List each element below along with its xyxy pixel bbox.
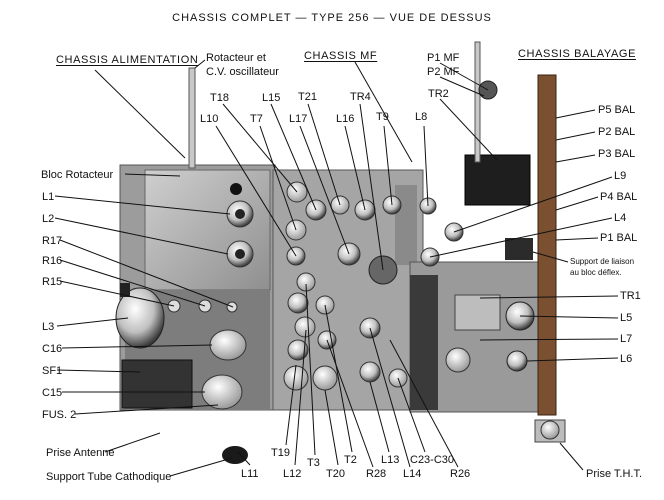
section-balayage: CHASSIS BALAYAGE bbox=[518, 48, 637, 60]
label-P3BAL: P3 BAL bbox=[598, 148, 636, 160]
label-FUS2: FUS. 2 bbox=[42, 409, 77, 421]
label-C15: C15 bbox=[42, 387, 63, 399]
label-support-liaison-2: au bloc déflex. bbox=[570, 268, 622, 277]
label-C16: C16 bbox=[42, 343, 63, 355]
label-T18: T18 bbox=[210, 92, 229, 104]
label-R17: R17 bbox=[42, 235, 63, 247]
label-rotacteur-2: C.V. oscillateur bbox=[206, 66, 279, 78]
label-rotacteur-1: Rotacteur et bbox=[206, 52, 266, 64]
mf-chassis bbox=[272, 169, 424, 411]
label-P2MF: P2 MF bbox=[427, 66, 460, 78]
label-L6: L6 bbox=[620, 353, 633, 365]
leader-lines bbox=[54, 59, 619, 477]
label-T20: T20 bbox=[326, 468, 345, 480]
label-L12: L12 bbox=[283, 468, 302, 480]
figure-title: CHASSIS COMPLET — TYPE 256 — VUE DE DESS… bbox=[172, 12, 492, 24]
label-TR1: TR1 bbox=[620, 290, 641, 302]
label-C23C30: C23-C30 bbox=[410, 454, 455, 466]
label-L17: L17 bbox=[289, 113, 308, 125]
label-L14: L14 bbox=[403, 468, 422, 480]
label-P1MF: P1 MF bbox=[427, 52, 460, 64]
label-L3: L3 bbox=[42, 321, 55, 333]
section-mf: CHASSIS MF bbox=[304, 50, 378, 62]
label-T3: T3 bbox=[307, 457, 320, 469]
label-L11: L11 bbox=[241, 468, 259, 480]
label-T21: T21 bbox=[298, 91, 317, 103]
label-T19: T19 bbox=[271, 447, 290, 459]
label-R28: R28 bbox=[366, 468, 387, 480]
label-SF1: SF1 bbox=[42, 365, 63, 377]
label-L15: L15 bbox=[262, 92, 281, 104]
label-bloc-rotacteur: Bloc Rotacteur bbox=[41, 169, 114, 181]
label-R16: R16 bbox=[42, 255, 63, 267]
label-R15: R15 bbox=[42, 276, 63, 288]
label-L4: L4 bbox=[614, 212, 627, 224]
label-R26: R26 bbox=[450, 468, 471, 480]
label-P1BAL: P1 BAL bbox=[600, 232, 638, 244]
label-prise-tht: Prise T.H.T. bbox=[586, 468, 643, 480]
label-L9: L9 bbox=[614, 170, 627, 182]
section-alimentation: CHASSIS ALIMENTATION bbox=[56, 54, 199, 66]
label-L5: L5 bbox=[620, 312, 633, 324]
label-P5BAL: P5 BAL bbox=[598, 104, 636, 116]
label-L7: L7 bbox=[620, 333, 633, 345]
label-TR4: TR4 bbox=[350, 91, 371, 103]
label-T9: T9 bbox=[376, 111, 389, 123]
label-T7: T7 bbox=[250, 113, 263, 125]
label-L2: L2 bbox=[42, 213, 55, 225]
label-P2BAL: P2 BAL bbox=[598, 126, 636, 138]
label-L16: L16 bbox=[336, 113, 355, 125]
alimentation-chassis bbox=[115, 164, 276, 411]
label-T2: T2 bbox=[344, 454, 357, 466]
label-L1: L1 bbox=[42, 191, 55, 203]
label-support-tube: Support Tube Cathodique bbox=[46, 471, 172, 483]
label-L13: L13 bbox=[381, 454, 400, 466]
label-TR2: TR2 bbox=[428, 88, 449, 100]
label-P4BAL: P4 BAL bbox=[600, 191, 638, 203]
label-prise-antenne: Prise Antenne bbox=[46, 447, 115, 459]
label-L8: L8 bbox=[415, 111, 428, 123]
label-L10: L10 bbox=[200, 113, 219, 125]
label-support-liaison-1: Support de liaison bbox=[570, 257, 635, 266]
